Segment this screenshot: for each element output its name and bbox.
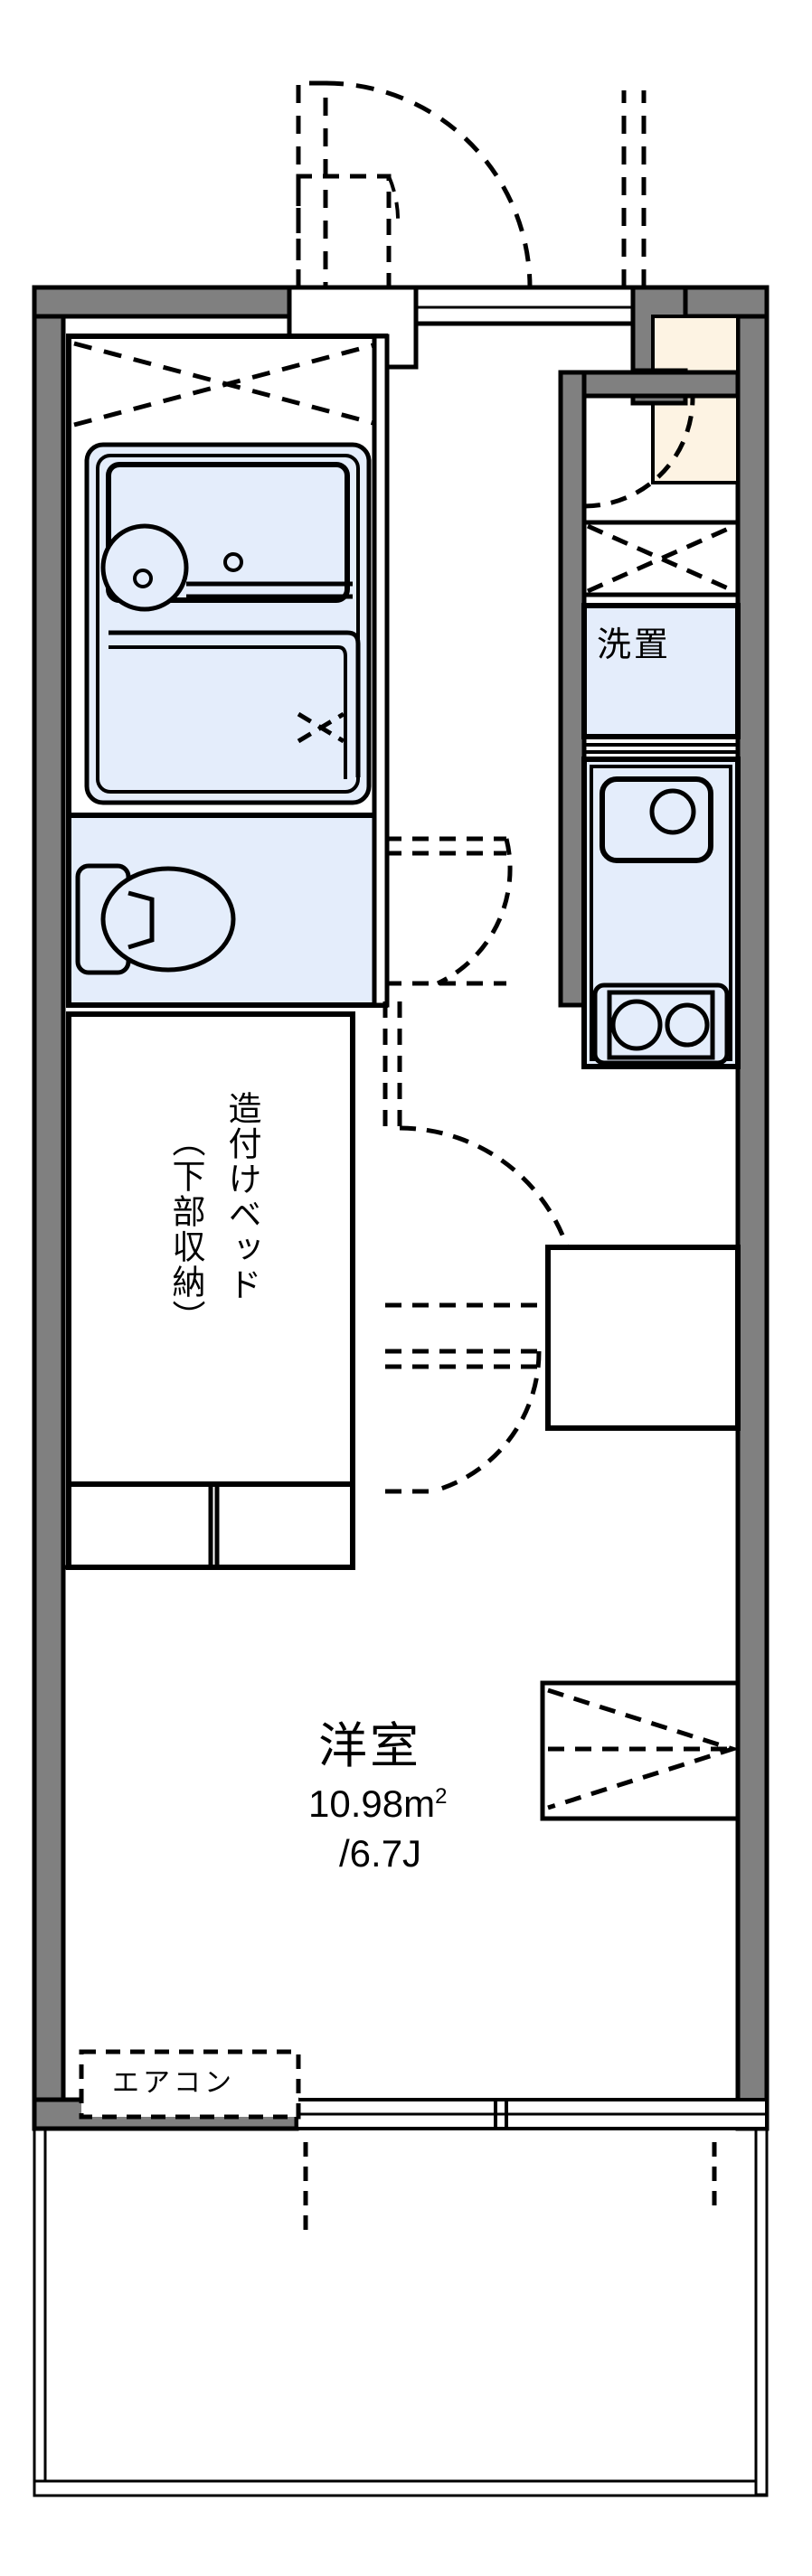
main-room-closet	[540, 1680, 741, 1821]
entry-closet	[545, 1245, 741, 1431]
bath-corridor-wall	[372, 334, 390, 1008]
kitchen	[581, 743, 741, 1069]
washing-machine-space	[581, 393, 741, 739]
toilet-room	[66, 813, 513, 1008]
balcony-marks	[303, 2142, 717, 2233]
interior-walls	[558, 368, 741, 1008]
unit-bath	[66, 334, 388, 818]
living-room-door	[382, 1001, 580, 1494]
aircon-marker	[79, 2049, 301, 2120]
built-in-bed	[66, 1011, 355, 1570]
balcony	[33, 2127, 769, 2497]
